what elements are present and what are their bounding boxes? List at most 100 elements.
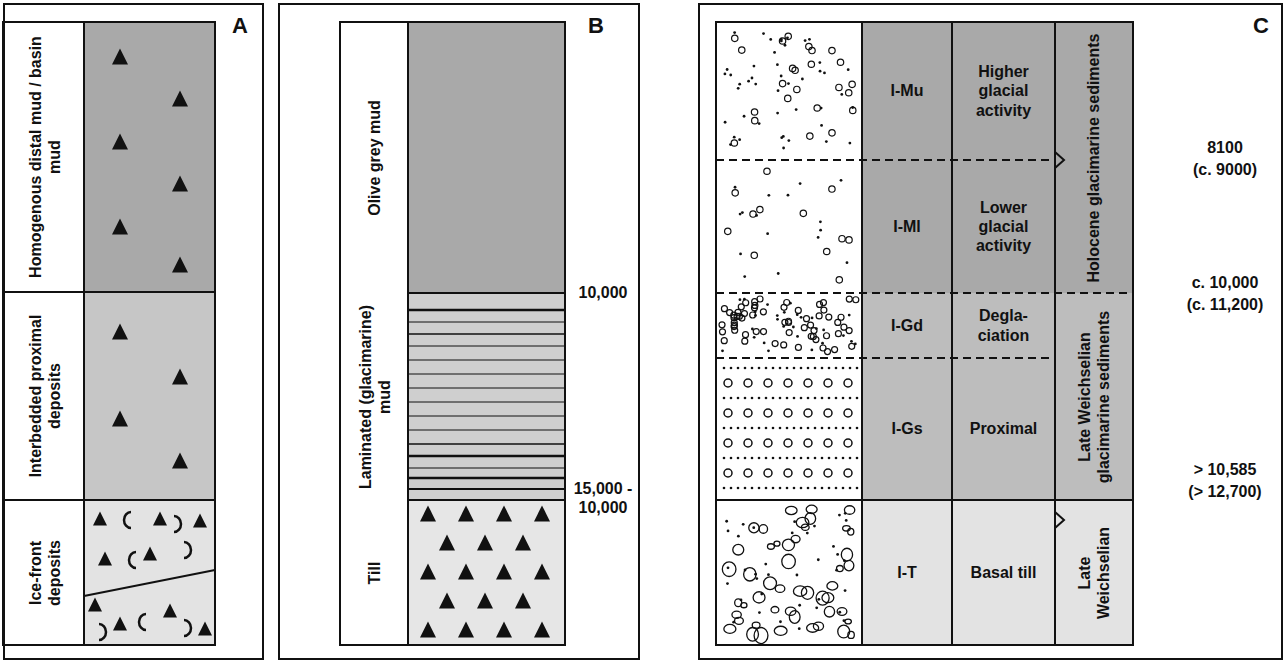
- grain-dot: [752, 526, 755, 529]
- grain-dot: [786, 36, 789, 39]
- pebble-ellipse: [741, 603, 747, 608]
- pebble-circle: [732, 35, 738, 41]
- pebble-circle: [846, 237, 852, 243]
- table-outline: [716, 22, 1133, 645]
- shell-symbol: [129, 552, 136, 568]
- pebble-circle: [781, 342, 787, 348]
- unit-text: I-Mu: [891, 81, 924, 100]
- clast-triangle: [193, 514, 207, 528]
- pebble-circle: [804, 379, 812, 387]
- unit-table-cell: Higher glacial activity: [954, 24, 1053, 158]
- grain-dot: [723, 397, 726, 400]
- unit-table-cell: Degla- ciation: [954, 295, 1053, 356]
- grain-dot: [787, 194, 790, 197]
- pebble-ellipse: [816, 591, 829, 605]
- brace-tip: [1055, 512, 1064, 528]
- unit-label: Interbedded proximal deposits: [25, 298, 63, 494]
- grain-dot: [835, 487, 838, 490]
- pebble-ellipse: [724, 624, 736, 633]
- age-label: (> 12,700): [1170, 482, 1280, 501]
- grain-dot: [776, 63, 779, 66]
- unit-label: Olive grey mud: [365, 28, 384, 287]
- clast-triangle: [439, 592, 455, 608]
- unit-table-cell: I-Mu: [864, 24, 950, 158]
- clast-triangle: [534, 563, 550, 579]
- lamina-line: [408, 333, 565, 335]
- clast-triangle: [496, 621, 512, 637]
- grain-dot: [786, 397, 789, 400]
- grain-dot: [724, 72, 727, 75]
- pebble-ellipse: [782, 539, 794, 550]
- pebble-circle: [752, 117, 758, 123]
- pebble-circle: [784, 439, 792, 447]
- grain-dot: [800, 367, 803, 370]
- grain-dot: [817, 558, 820, 561]
- pebble-circle: [808, 333, 814, 339]
- pebble-circle: [837, 59, 843, 65]
- pebble-circle: [772, 341, 778, 347]
- lamina-line: [408, 430, 565, 431]
- grain-dot: [800, 457, 803, 460]
- grain-dot: [849, 427, 852, 430]
- grain-dot: [807, 397, 810, 400]
- grain-dot: [772, 457, 775, 460]
- grain-dot: [743, 275, 746, 278]
- pebble-circle: [809, 47, 815, 53]
- unit-label: Holocene glacimarine sediments: [1084, 30, 1103, 285]
- grain-dot: [807, 487, 810, 490]
- dashed-boundary: [716, 292, 1133, 294]
- grain-dot: [822, 328, 825, 331]
- pebble-circle: [724, 469, 732, 477]
- shell-symbol: [99, 624, 106, 640]
- pebble-circle: [844, 439, 852, 447]
- pebble-circle: [803, 316, 809, 322]
- grain-dot: [801, 78, 804, 81]
- grain-dot: [765, 487, 768, 490]
- pebble-circle: [846, 90, 852, 96]
- pebble-circle: [741, 311, 747, 317]
- grain-dot: [821, 427, 824, 430]
- unit-table-cell: Basal till: [954, 502, 1053, 643]
- pebble-ellipse: [813, 622, 823, 630]
- grain-dot: [793, 367, 796, 370]
- figure-panel: CI-MuHigher glacial activityI-MlLower gl…: [698, 3, 1283, 660]
- grain-dot: [845, 519, 848, 522]
- lamina-line: [408, 388, 565, 389]
- grain-dot: [758, 367, 761, 370]
- clast-triangle: [113, 617, 127, 631]
- grain-dot: [724, 121, 727, 124]
- pebble-ellipse: [841, 548, 852, 561]
- pebble-circle: [785, 95, 791, 101]
- pebble-circle: [824, 439, 832, 447]
- clast-triangle: [458, 621, 474, 637]
- grain-dot: [751, 457, 754, 460]
- grain-dot: [821, 397, 824, 400]
- grain-dot: [849, 457, 852, 460]
- age-label: > 10,585: [1170, 460, 1280, 479]
- unit-table-cell: I-Gd: [864, 295, 950, 356]
- pebble-circle: [835, 331, 841, 337]
- grain-dot: [813, 525, 816, 528]
- grain-dot: [737, 367, 740, 370]
- pebble-circle: [744, 469, 752, 477]
- grain-dot: [741, 211, 744, 214]
- grain-dot: [796, 313, 799, 316]
- grain-dot: [721, 349, 724, 352]
- grain-dot: [842, 334, 845, 337]
- pebble-circle: [820, 300, 826, 306]
- pebble-circle: [824, 409, 832, 417]
- grain-dot: [849, 487, 852, 490]
- age-label: 15,000 - 10,000: [566, 479, 640, 517]
- unit-table-cell: I-Ml: [864, 162, 950, 291]
- pebble-circle: [836, 84, 842, 90]
- grain-dot: [807, 457, 810, 460]
- pebble-circle: [849, 343, 855, 349]
- unit-label: Laminated (glacimarine) mud: [356, 299, 394, 494]
- pebble-circle: [832, 347, 838, 353]
- grain-dot: [723, 427, 726, 430]
- grain-dot: [726, 68, 729, 71]
- pebble-circle: [795, 307, 801, 313]
- panel-letter: B: [588, 13, 604, 39]
- grain-dot: [772, 427, 775, 430]
